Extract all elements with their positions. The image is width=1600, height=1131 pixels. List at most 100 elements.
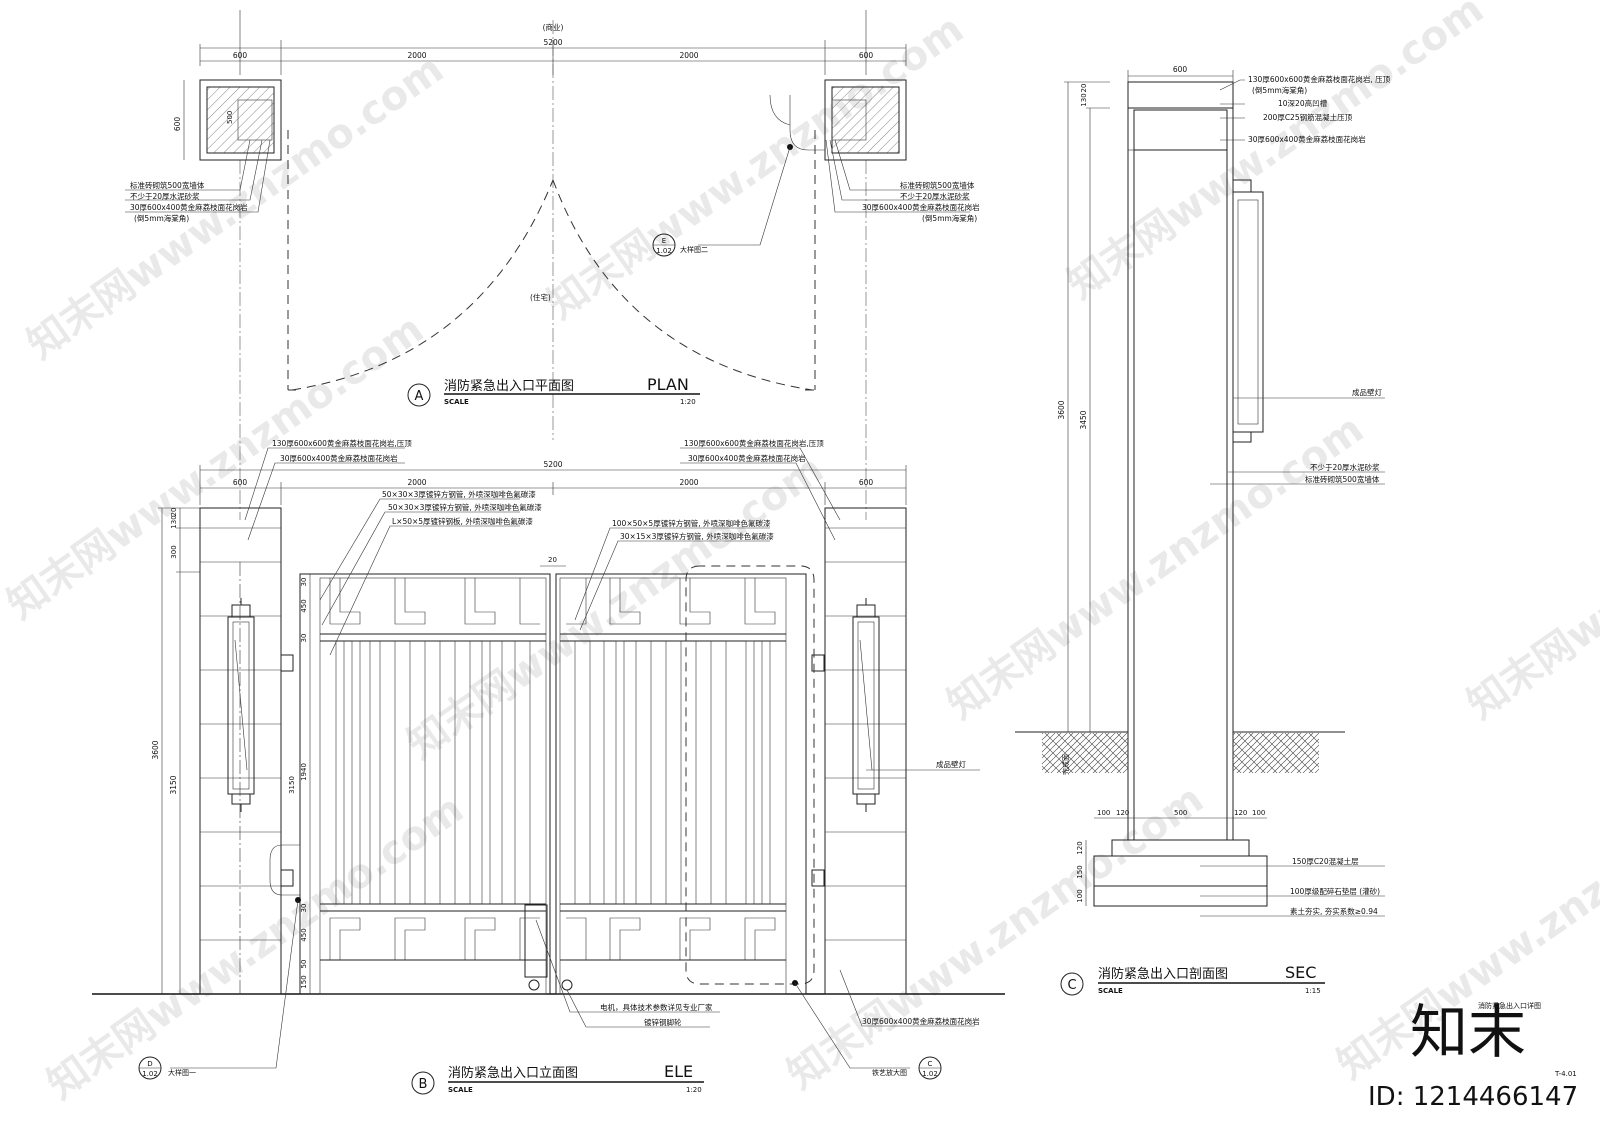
ele-vdim-pier: 3150 — [169, 775, 178, 794]
detail-ref-e-num: E — [662, 237, 666, 245]
logo: 知末 — [1410, 998, 1526, 1066]
sec-title-cn: 消防紧急出入口剖面图 — [1098, 966, 1228, 982]
ele-title-en: ELE — [664, 1062, 693, 1081]
watermark-text: 知末网www.znzmo.com — [779, 776, 1211, 1098]
sec-fdim-4: 100 — [1252, 809, 1265, 817]
plan-note-right-1: 不少于20厚水泥砂浆 — [900, 191, 970, 201]
ele-motor-note: 电机，具体技术参数详见专业厂家 — [600, 1002, 713, 1012]
sec-fdim-2: 500 — [1174, 809, 1187, 817]
plan-title-letter: A — [415, 389, 424, 404]
gate-leaf-left[interactable] — [299, 573, 551, 995]
sec-title-scale-label: SCALE — [1098, 987, 1123, 995]
gate-leaf-right[interactable] — [555, 573, 807, 995]
ele-note-right-3: 30×15×3厚镀锌方钢管, 外喷深咖啡色氟碳漆 — [620, 531, 774, 541]
plan-area-commercial: (商业) — [543, 22, 564, 32]
plan-title-scale-label: SCALE — [444, 398, 469, 406]
ele-pier-right — [824, 507, 907, 995]
sheet-name: 消防紧急出入口详图 — [1478, 1001, 1541, 1010]
ele-title-scale-label: SCALE — [448, 1086, 473, 1094]
ele-note-right-2: 100×50×5厚镀锌方钢管, 外喷深咖啡色氟碳漆 — [612, 518, 771, 528]
sec-note-10: 素土夯实, 夯实系数≥0.94 — [1290, 906, 1378, 916]
plan-pier-left — [199, 79, 282, 161]
sec-note-7: 标准砖砌筑500宽墙体 — [1305, 474, 1380, 484]
ele-wheel-note: 镀锌钢脚轮 — [644, 1017, 682, 1027]
sec-fvdim-0: 120 — [1076, 841, 1084, 854]
wheel-right — [561, 979, 573, 991]
plan-title-circle — [407, 383, 431, 407]
ele-title-scale: 1:20 — [686, 1086, 702, 1094]
sec-fvdim-1: 150 — [1076, 865, 1084, 878]
sec-title-letter: C — [1067, 978, 1076, 993]
ele-dim-leaf-left: 2000 — [407, 478, 426, 487]
ele-dim-pier-left: 600 — [233, 478, 248, 487]
plan-area-residential: (住宅) — [530, 292, 551, 302]
plan-title-cn: 消防紧急出入口平面图 — [444, 378, 574, 394]
plan-note-right-3: (倒5mm海棠角) — [922, 213, 977, 223]
section-view: 600 3600 3450 20 130 完成面 1 — [1015, 65, 1391, 996]
plan-dim-pier-left: 600 — [233, 51, 248, 60]
sec-fdim-1: 120 — [1116, 809, 1129, 817]
ele-gdim-4: 3150 — [288, 776, 296, 794]
ele-gdim-7: 50 — [300, 960, 308, 969]
sec-title-scale: 1:15 — [1305, 987, 1321, 995]
plan-dim-leaf-left: 2000 — [407, 51, 426, 60]
sec-note-3: 200厚C25钢筋混凝土压顶 — [1263, 112, 1353, 122]
sec-note-1: (倒5mm海棠角) — [1252, 85, 1307, 95]
plan-title-scale: 1:20 — [680, 398, 696, 406]
ele-dim-pier-right: 600 — [859, 478, 874, 487]
detail-ref-c-num: C — [928, 1060, 933, 1068]
ele-note-right-1: 30厚600x400黄金麻荔枝面花岗岩 — [688, 453, 806, 463]
sec-vdim-wall: 3450 — [1079, 410, 1088, 429]
detail-ref-e-label: 大样图二 — [680, 245, 708, 254]
ele-gdim-8: 150 — [300, 975, 308, 988]
sec-fdim-3: 120 — [1234, 809, 1247, 817]
detail-ref-c-sheet: 1.02 — [922, 1070, 938, 1078]
ele-title-circle — [411, 1071, 435, 1095]
ele-gdim-1: 450 — [300, 599, 308, 612]
plan-dim-pier-depth: 600 — [173, 117, 182, 132]
ele-note-left-0: 130厚600x600黄金麻荔枝面花岗岩,压顶 — [272, 438, 412, 448]
ele-title-letter: B — [419, 1077, 428, 1092]
plan-note-left-2: 30厚600x400黄金麻荔枝面花岗岩 — [130, 202, 248, 212]
ele-title-cn: 消防紧急出入口立面图 — [448, 1065, 578, 1081]
ele-lamp-note: 成品壁灯 — [936, 759, 966, 769]
watermark-text: 知末网www.znzmo.com — [39, 786, 471, 1108]
sec-ground-label: 完成面 — [1061, 754, 1070, 775]
wall-lamp-left — [227, 598, 255, 812]
plan-title-en: PLAN — [647, 375, 689, 394]
ele-gdim-5: 30 — [300, 904, 308, 913]
ele-gdim-2: 30 — [300, 634, 308, 643]
ele-dim-gap: 20 — [548, 556, 557, 564]
ele-vdim-20: 20 — [170, 508, 178, 517]
ele-gdim-0: 30 — [300, 578, 308, 587]
wheel-left — [528, 979, 540, 991]
ele-dim-leaf-right: 2000 — [679, 478, 698, 487]
detail-ref-e-sheet: 1.02 — [656, 247, 672, 255]
plan-note-left-1: 不少于20厚水泥砂浆 — [130, 191, 200, 201]
plan-note-left-0: 标准砖砌筑500宽墙体 — [130, 180, 205, 190]
sec-note-6: 不少于20厚水泥砂浆 — [1310, 462, 1380, 472]
detail-ref-d-sheet: 1.02 — [142, 1070, 158, 1078]
sec-note-8: 150厚C20混凝土层 — [1292, 856, 1359, 866]
elevation-view: 5200 600 2000 2000 600 3600 3150 20 130 … — [92, 438, 1005, 1095]
detail-ref-d-num: D — [147, 1060, 152, 1068]
plan-dim-pier-right: 600 — [859, 51, 874, 60]
sec-note-0: 130厚600x600黄金麻荔枝面花岗岩, 压顶 — [1248, 74, 1391, 84]
sec-fvdim-2: 100 — [1076, 889, 1084, 902]
sec-note-2: 10深20高凹槽 — [1278, 98, 1328, 108]
sec-dim-top: 600 — [1173, 65, 1188, 74]
watermark-text: 知末网www.znzmo.com — [939, 406, 1371, 728]
plan-dim-total: 5200 — [543, 38, 562, 47]
detail-ref-c-label: 铁艺放大图 — [872, 1068, 907, 1077]
ele-note-left-1: 30厚600x400黄金麻荔枝面花岗岩 — [280, 453, 398, 463]
sheet-info: 消防紧急出入口详图 T-4.01 知末 ID: 1214466147 — [1368, 998, 1578, 1112]
ele-vdim-130: 130 — [170, 515, 178, 528]
id-text: ID: 1214466147 — [1368, 1082, 1578, 1112]
ele-vdim-300: 300 — [170, 545, 178, 558]
sec-fdim-0: 100 — [1097, 809, 1110, 817]
sec-title-en: SEC — [1285, 963, 1316, 982]
plan-dim-inner: 500 — [226, 111, 234, 124]
plan-pier-right — [824, 79, 907, 161]
ele-gdim-6: 450 — [300, 928, 308, 941]
detail-ref-d-label: 大样图一 — [168, 1068, 196, 1077]
